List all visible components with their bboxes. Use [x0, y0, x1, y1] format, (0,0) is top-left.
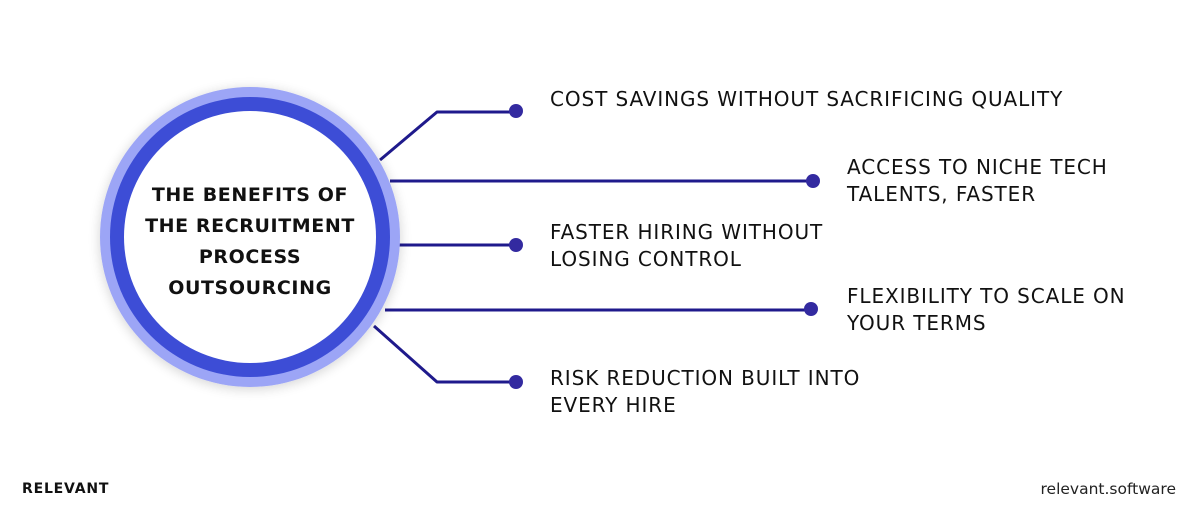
- benefit-faster-hiring: FASTER HIRING WITHOUT LOSING CONTROL: [550, 219, 823, 273]
- benefit-text: FASTER HIRING WITHOUT: [550, 220, 824, 244]
- dot-1: [509, 104, 523, 118]
- hub-center: [124, 111, 376, 363]
- brand-logo: RELEVANT: [22, 481, 110, 497]
- dot-5: [509, 375, 523, 389]
- benefit-risk-reduction: RISK REDUCTION BUILT INTO EVERY HIRE: [550, 365, 860, 419]
- dot-2: [806, 174, 820, 188]
- dot-4: [804, 302, 818, 316]
- benefit-text: EVERY HIRE: [550, 393, 677, 417]
- connector-5: [373, 324, 516, 384]
- connector-1: [379, 110, 516, 162]
- connector-lines: [373, 110, 813, 384]
- benefit-niche-talent: ACCESS TO NICHE TECH TALENTS, FASTER: [847, 154, 1108, 208]
- hub-title-line: THE BENEFITS OF: [151, 184, 349, 206]
- hub-circle: [100, 87, 400, 387]
- dot-3: [509, 238, 523, 252]
- benefit-text: RISK REDUCTION BUILT INTO: [550, 366, 861, 390]
- hub-title: THE BENEFITS OF THE RECRUITMENT PROCESS …: [130, 180, 370, 304]
- connector-dots: [509, 104, 820, 389]
- benefit-cost-savings: COST SAVINGS WITHOUT SACRIFICING QUALITY: [550, 86, 1063, 113]
- benefit-text: TALENTS, FASTER: [847, 182, 1037, 206]
- hub-title-line: PROCESS: [198, 246, 302, 268]
- website-url: relevant.software: [1040, 480, 1176, 498]
- benefit-text: ACCESS TO NICHE TECH: [847, 155, 1108, 179]
- benefit-text: FLEXIBILITY TO SCALE ON: [847, 284, 1126, 308]
- hub-title-line: OUTSOURCING: [168, 277, 332, 299]
- hub-title-line: THE RECRUITMENT: [145, 215, 355, 237]
- benefit-text: LOSING CONTROL: [550, 247, 742, 271]
- benefit-flexibility: FLEXIBILITY TO SCALE ON YOUR TERMS: [847, 283, 1126, 337]
- benefit-text: COST SAVINGS WITHOUT SACRIFICING QUALITY: [550, 87, 1064, 111]
- benefit-text: YOUR TERMS: [847, 311, 987, 335]
